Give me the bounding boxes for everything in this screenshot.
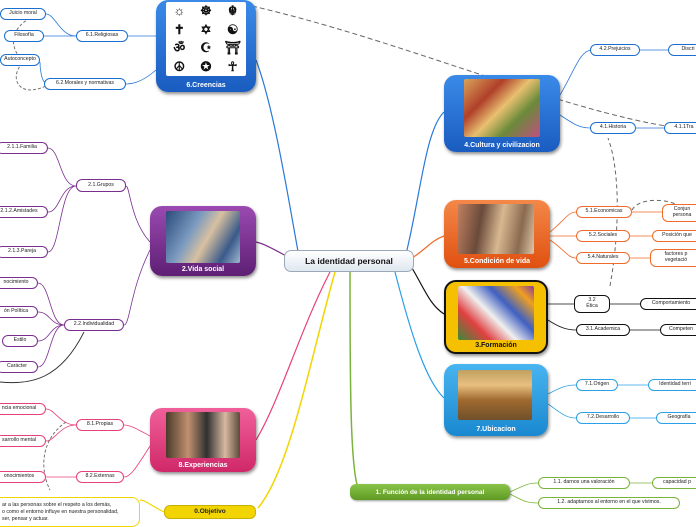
- node-etica-line1: 3.2: [588, 297, 596, 304]
- node-comportamiento[interactable]: Comportamiento: [640, 298, 696, 310]
- node-desarrollo[interactable]: 7.2.Desarrollo: [576, 412, 630, 424]
- node-capacidad[interactable]: capacidad p: [652, 477, 696, 489]
- branch-objetivo[interactable]: 0.Objetivo: [164, 505, 256, 519]
- node-economicas[interactable]: 5.1.Economicas: [576, 206, 632, 218]
- node-juicio-moral[interactable]: Juicio moral: [0, 8, 46, 20]
- node-origen[interactable]: 7.1.Origen: [576, 379, 618, 391]
- node-propias[interactable]: 8.1.Propias: [76, 419, 124, 431]
- branch-funcion[interactable]: 1. Función de la identidad personal: [350, 484, 510, 500]
- node-factores[interactable]: factores p vegetació: [650, 249, 696, 267]
- node-conjunto-line2: persona: [672, 212, 692, 218]
- objetivo-text-line-1: ar a las personas sobre el respeto a los…: [2, 502, 112, 508]
- branch-condicion-label: 5.Condición de vida: [463, 258, 531, 265]
- node-factores-line1: factores p: [664, 251, 688, 258]
- node-tra[interactable]: 4.1.1Tra: [664, 122, 696, 134]
- node-autoconcepto[interactable]: Autoconcepto: [0, 54, 40, 66]
- node-competen[interactable]: Competen: [660, 324, 696, 336]
- node-pareja[interactable]: 2.1.3.Pareja: [0, 246, 48, 258]
- node-prejuicios[interactable]: 4.2.Prejuicios: [590, 44, 640, 56]
- node-amistades[interactable]: 2.1.2.Amistades: [0, 206, 48, 218]
- star-of-david-icon: ✡: [200, 21, 212, 37]
- branch-cultura-label: 4.Cultura y civilizacion: [464, 142, 540, 149]
- node-estilo[interactable]: Estilo: [2, 335, 38, 347]
- dharma-wheel-icon: ☸: [200, 3, 212, 18]
- branch-ubicacion-label: 7.Ubicacion: [476, 426, 516, 433]
- node-morales[interactable]: 6.2.Morales y normativas: [44, 78, 126, 90]
- node-academica[interactable]: 3.1.Academica: [576, 324, 630, 336]
- node-conjunto[interactable]: Conjun persona: [662, 204, 696, 222]
- node-adaptarnos[interactable]: 1.2. adaptarnos al entorno en el que viv…: [538, 497, 680, 509]
- sun-symbol-icon: ☼: [173, 3, 186, 18]
- node-etica-line2: Ética: [586, 303, 598, 309]
- node-grupos[interactable]: 2.1.Grupos: [76, 179, 126, 192]
- branch-creencias[interactable]: ☼ ☸ ☬ ✝ ✡ ☯ ॐ ☪ ⛩ ☮ ✪ ☥ 6.Creencias: [156, 0, 256, 92]
- education-collage-image: [458, 286, 534, 340]
- branch-cultura[interactable]: 4.Cultura y civilizacion: [444, 75, 560, 152]
- node-caracter[interactable]: Carácter: [0, 361, 38, 373]
- objetivo-text-line-3: ser, pensar y actuar.: [2, 516, 49, 522]
- node-individualidad[interactable]: 2.2.Individualidad: [64, 319, 124, 331]
- node-geografia[interactable]: Geografía: [656, 412, 696, 424]
- experiences-collage-image: [166, 412, 240, 458]
- branch-experiencias[interactable]: 8.Experiencias: [150, 408, 256, 472]
- node-discri[interactable]: Discri: [668, 44, 696, 56]
- central-topic[interactable]: La identidad personal: [284, 250, 414, 272]
- node-factores-line2: vegetació: [664, 257, 688, 263]
- peace-icon: ☮: [173, 58, 186, 74]
- node-conocimientos[interactable]: onocimientos: [0, 471, 46, 483]
- om-icon: ॐ: [173, 40, 186, 55]
- yin-yang-icon: ☯: [226, 21, 239, 37]
- khanda-icon: ☬: [228, 3, 238, 18]
- branch-ubicacion[interactable]: 7.Ubicacion: [444, 364, 548, 436]
- node-darnos-valoracion[interactable]: 1.1. darnos una valoración: [538, 477, 630, 489]
- node-etica[interactable]: 3.2 Ética: [574, 295, 610, 313]
- node-externas[interactable]: 8.2.Externas: [76, 471, 124, 483]
- node-inteligencia[interactable]: ncia emocional: [0, 403, 46, 415]
- node-filosofia[interactable]: Filosofía: [4, 30, 44, 42]
- religious-symbols-image: ☼ ☸ ☬ ✝ ✡ ☯ ॐ ☪ ⛩ ☮ ✪ ☥: [166, 2, 246, 76]
- node-religiosas[interactable]: 6.1.Religiosas: [76, 30, 128, 42]
- node-naturales[interactable]: 5.4.Naturales: [576, 252, 630, 264]
- branch-formacion-label: 3.Formación: [475, 342, 517, 349]
- branch-creencias-label: 6.Creencias: [186, 82, 226, 89]
- node-identidad-terr[interactable]: Identidad terri: [648, 379, 696, 391]
- star-and-crescent-icon: ☪: [200, 40, 212, 55]
- culture-collage-image: [464, 79, 540, 137]
- living-conditions-collage-image: [458, 204, 534, 254]
- branch-vida-social-label: 2.Vida social: [181, 266, 225, 273]
- node-posicion[interactable]: Posición que: [652, 230, 696, 242]
- ankh-icon: ☥: [227, 58, 238, 74]
- node-conjunto-line1: Conjun: [673, 206, 691, 213]
- node-conocimiento[interactable]: nocimiento: [0, 277, 38, 289]
- node-sociales[interactable]: 5.2.Sociales: [576, 230, 630, 242]
- node-familia[interactable]: 2.1.1.Familia: [0, 142, 48, 154]
- branch-formacion[interactable]: 3.Formación: [444, 280, 548, 354]
- location-image: [458, 370, 532, 420]
- branch-experiencias-label: 8.Experiencias: [178, 462, 228, 469]
- node-historia[interactable]: 4.1.Historia: [590, 122, 636, 134]
- branch-vida-social[interactable]: 2.Vida social: [150, 206, 256, 276]
- branch-condicion[interactable]: 5.Condición de vida: [444, 200, 550, 268]
- cross-icon: ✝: [173, 21, 185, 37]
- node-politica[interactable]: ón Política: [0, 306, 38, 318]
- torii-icon: ⛩: [224, 40, 241, 55]
- objetivo-text-line-2: o como el entorno influye en nuestra per…: [2, 509, 119, 515]
- social-life-collage-image: [166, 211, 240, 263]
- star-icon: ✪: [200, 58, 212, 74]
- node-desarrollo-mental[interactable]: sarrollo mental: [0, 435, 46, 447]
